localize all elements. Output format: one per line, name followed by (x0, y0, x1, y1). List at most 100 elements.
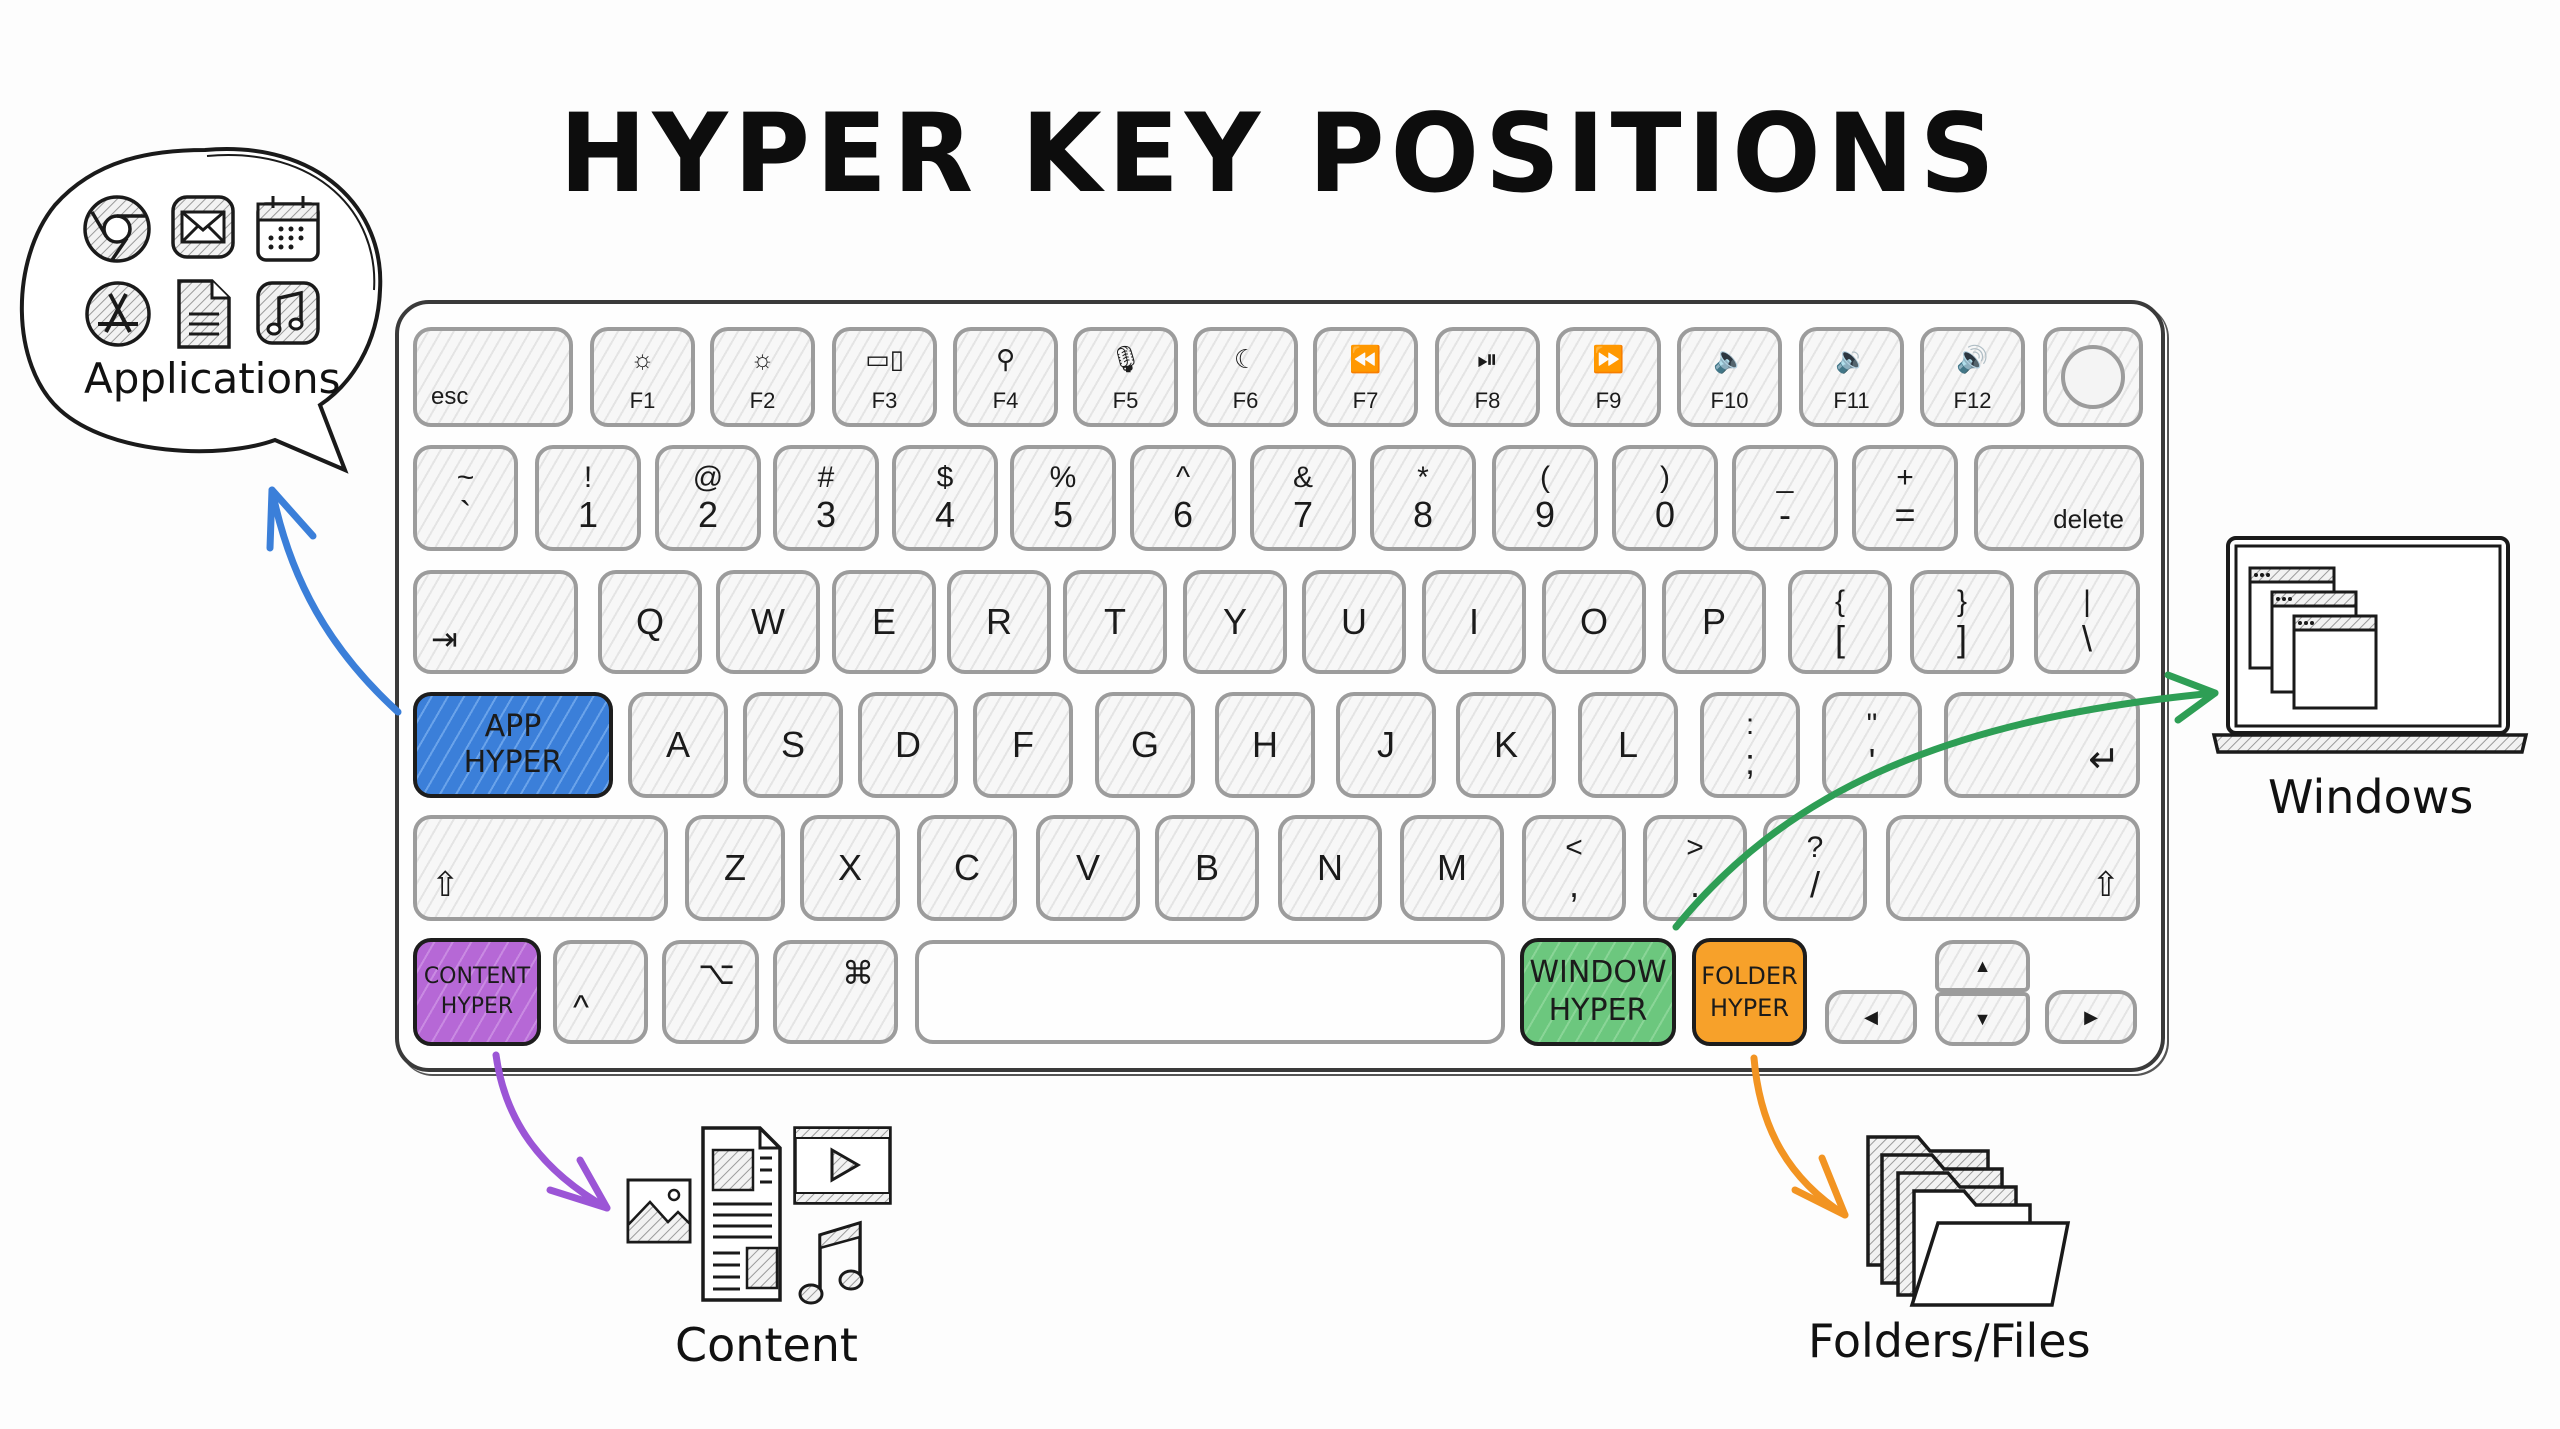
key-arrow-right[interactable]: ▶ (2045, 990, 2137, 1044)
brightness-up-icon: ☼ (750, 344, 775, 374)
key-o[interactable]: O (1542, 570, 1646, 674)
key-return[interactable]: ↵ (1944, 692, 2140, 798)
key-semicolon[interactable]: :; (1700, 692, 1800, 798)
play-pause-icon: ⏯ (1477, 344, 1498, 374)
key-q[interactable]: Q (598, 570, 702, 674)
key-arrow-up[interactable]: ▲ (1935, 940, 2030, 992)
calendar-icon (256, 196, 320, 262)
key-minus[interactable]: _- (1732, 445, 1838, 551)
key-control[interactable]: ^ (553, 940, 648, 1044)
window-hyper-key[interactable]: WINDOW HYPER (1520, 938, 1676, 1046)
key-7[interactable]: &7 (1250, 445, 1356, 551)
music-note-icon (798, 1220, 864, 1305)
key-6[interactable]: ^6 (1130, 445, 1236, 551)
key-f1[interactable]: ☼F1 (590, 327, 695, 427)
key-shift-label: ^ (1175, 461, 1191, 494)
key-arrow-left[interactable]: ◀ (1825, 990, 1917, 1044)
key-a[interactable]: A (628, 692, 728, 798)
key-4[interactable]: $4 (892, 445, 998, 551)
key-slash[interactable]: ?/ (1763, 815, 1867, 921)
key-y[interactable]: Y (1183, 570, 1287, 674)
key-f4[interactable]: ⚲F4 (953, 327, 1058, 427)
key-t[interactable]: T (1063, 570, 1167, 674)
key-f10[interactable]: 🔈F10 (1677, 327, 1782, 427)
key-label: ] (1956, 618, 1967, 659)
key-label: B (1194, 847, 1219, 888)
key-f8[interactable]: ⏯F8 (1435, 327, 1540, 427)
key-label: F4 (992, 388, 1019, 413)
key-label: 5 (1052, 494, 1074, 535)
key-2[interactable]: @2 (655, 445, 761, 551)
key-w[interactable]: W (716, 570, 820, 674)
folder-hyper-key[interactable]: FOLDER HYPER (1692, 938, 1807, 1046)
key-f11[interactable]: 🔉F11 (1799, 327, 1904, 427)
key-comma[interactable]: <, (1522, 815, 1626, 921)
key-e[interactable]: E (832, 570, 936, 674)
key-label: F6 (1232, 388, 1259, 413)
key-label: F12 (1953, 388, 1992, 413)
key-f12[interactable]: 🔊F12 (1920, 327, 2025, 427)
key-h[interactable]: H (1215, 692, 1315, 798)
key-v[interactable]: V (1036, 815, 1140, 921)
key-f[interactable]: F (973, 692, 1073, 798)
key-l[interactable]: L (1578, 692, 1678, 798)
key-f7[interactable]: ⏪F7 (1313, 327, 1418, 427)
key-5[interactable]: %5 (1010, 445, 1116, 551)
key-s[interactable]: S (743, 692, 843, 798)
app-hyper-key[interactable]: APP HYPER (413, 692, 613, 798)
key-u[interactable]: U (1302, 570, 1406, 674)
key-d[interactable]: D (858, 692, 958, 798)
key-label: Y (1222, 601, 1247, 642)
key-esc[interactable]: esc (413, 327, 573, 427)
key-label: 6 (1172, 494, 1194, 535)
key-period[interactable]: >. (1643, 815, 1747, 921)
key-0[interactable]: )0 (1612, 445, 1718, 551)
key-backtick[interactable]: ~` (413, 445, 518, 551)
key-c[interactable]: C (917, 815, 1017, 921)
key-m[interactable]: M (1400, 815, 1504, 921)
key-f9[interactable]: ⏩F9 (1556, 327, 1661, 427)
key-quote[interactable]: "' (1822, 692, 1922, 798)
key-option[interactable]: ⌥ (662, 940, 759, 1044)
key-x[interactable]: X (800, 815, 900, 921)
key-space[interactable] (915, 940, 1505, 1044)
key-command[interactable]: ⌘ (773, 940, 898, 1044)
content-hyper-key[interactable]: CONTENT HYPER (413, 938, 541, 1046)
key-left-bracket[interactable]: {[ (1788, 570, 1892, 674)
key-j[interactable]: J (1336, 692, 1436, 798)
key-label: F11 (1833, 388, 1870, 413)
key-i[interactable]: I (1422, 570, 1526, 674)
key-f2[interactable]: ☼F2 (710, 327, 815, 427)
key-f3[interactable]: ▭▯F3 (832, 327, 937, 427)
key-tab[interactable]: ⇥ (413, 570, 578, 674)
key-3[interactable]: #3 (773, 445, 879, 551)
key-1[interactable]: !1 (535, 445, 641, 551)
key-n[interactable]: N (1278, 815, 1382, 921)
key-arrow-down[interactable]: ▼ (1935, 992, 2030, 1046)
key-right-bracket[interactable]: }] (1910, 570, 2014, 674)
key-shift-label: : (1745, 708, 1755, 741)
key-equals[interactable]: += (1852, 445, 1958, 551)
key-f5[interactable]: 🎙F5 (1073, 327, 1178, 427)
key-9[interactable]: (9 (1492, 445, 1598, 551)
key-p[interactable]: P (1662, 570, 1766, 674)
key-f6[interactable]: ☾F6 (1193, 327, 1298, 427)
arrow-down-icon: ▼ (1973, 1008, 1992, 1029)
key-label: 1 (577, 494, 599, 535)
key-shift-label: < (1565, 831, 1583, 864)
key-z[interactable]: Z (685, 815, 785, 921)
key-r[interactable]: R (947, 570, 1051, 674)
key-right-shift[interactable]: ⇧ (1886, 815, 2140, 921)
content-label: Content (675, 1318, 858, 1372)
key-8[interactable]: *8 (1370, 445, 1476, 551)
key-label: K (1493, 724, 1518, 765)
key-touch-id[interactable] (2043, 327, 2143, 427)
key-b[interactable]: B (1155, 815, 1259, 921)
key-left-shift[interactable]: ⇧ (413, 815, 668, 921)
key-label-line1: CONTENT (423, 964, 531, 989)
key-k[interactable]: K (1456, 692, 1556, 798)
key-backslash[interactable]: |\ (2034, 570, 2140, 674)
key-g[interactable]: G (1095, 692, 1195, 798)
key-shift-label: } (1956, 585, 1968, 618)
key-delete[interactable]: delete (1974, 445, 2144, 551)
